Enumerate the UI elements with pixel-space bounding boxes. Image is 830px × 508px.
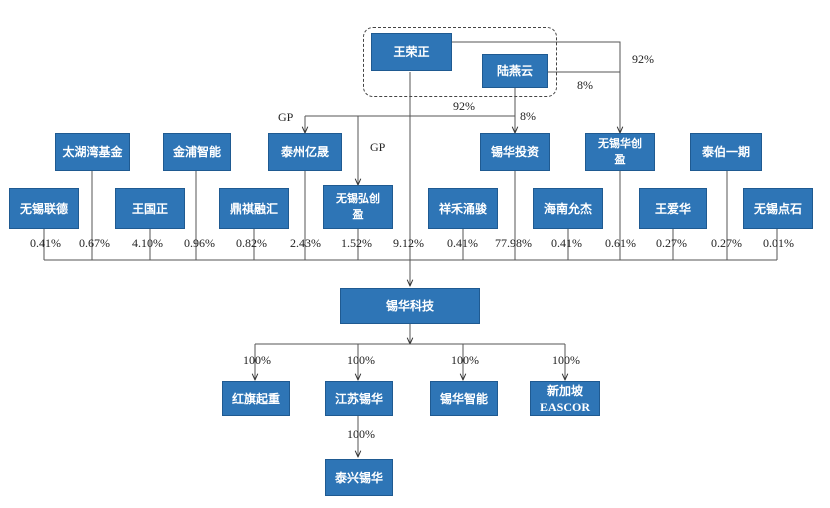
pct-wang-guozheng: 4.10% — [132, 236, 163, 250]
pct-jiangsu: 100% — [347, 353, 375, 367]
company-xihua-tech: 锡华科技 — [340, 288, 480, 324]
pct-dingqi: 0.82% — [236, 236, 267, 250]
pct-lu-to-xihua-investment: 8% — [520, 109, 536, 123]
subsidiary-hongqi-crane: 红旗起重 — [222, 381, 290, 416]
controlling-persons-frame — [363, 27, 557, 97]
line-wang-to-chuangying — [452, 41, 620, 133]
pct-taihuwan: 0.67% — [79, 236, 110, 250]
subsidiary-singapore-eascor: 新加坡 EASCOR — [530, 381, 600, 416]
subsidiary-jiangsu-xihua: 江苏锡华 — [325, 381, 393, 416]
shareholder-wang-aihua: 王爱华 — [639, 188, 707, 229]
pct-wang-rongzheng: 9.12% — [393, 236, 424, 250]
subsidiary-taixing-xihua: 泰兴锡华 — [325, 459, 393, 496]
pct-xihua-smart: 100% — [451, 353, 479, 367]
shareholder-jinpu-smart: 金浦智能 — [163, 133, 231, 171]
shareholder-taizhou-yicheng: 泰州亿晟 — [268, 133, 342, 171]
pct-hainan: 0.41% — [551, 236, 582, 250]
shareholder-xianghe: 祥禾涌骏 — [428, 188, 498, 229]
shareholder-hainan-yunjie: 海南允杰 — [533, 188, 603, 229]
shareholder-wuxi-liande: 无锡联德 — [9, 188, 79, 229]
pct-lu-to-chuangying: 8% — [577, 78, 593, 92]
pct-singapore: 100% — [552, 353, 580, 367]
shareholder-taibo-phase1: 泰伯一期 — [690, 133, 762, 171]
shareholder-wang-guozheng: 王国正 — [115, 188, 185, 229]
shareholder-taihuwan-fund: 太湖湾基金 — [55, 133, 130, 171]
subsidiary-xihua-smart: 锡华智能 — [430, 381, 498, 416]
holder-wang-rongzheng: 王荣正 — [371, 33, 452, 71]
pct-xianghe: 0.41% — [447, 236, 478, 250]
shareholder-xihua-investment: 锡华投资 — [480, 133, 550, 171]
shareholder-wuxi-chuangying: 无锡华创盈 — [585, 133, 655, 171]
pct-taixing: 100% — [347, 427, 375, 441]
gp-label-yicheng: GP — [278, 110, 294, 124]
pct-wuxi-dianshi: 0.01% — [763, 236, 794, 250]
gp-label-hongchuang: GP — [370, 140, 386, 154]
shareholder-wuxi-hongchuang: 无锡弘创盈 — [323, 185, 393, 229]
pct-xihua-investment: 77.98% — [495, 236, 532, 250]
pct-wang-aihua: 0.27% — [656, 236, 687, 250]
pct-wang-to-chuangying: 92% — [632, 52, 654, 66]
pct-jinpu: 0.96% — [184, 236, 215, 250]
holder-lu-yanyun: 陆燕云 — [482, 54, 548, 88]
shareholder-dingqi: 鼎祺融汇 — [219, 188, 289, 229]
shareholder-wuxi-dianshi: 无锡点石 — [743, 188, 813, 229]
pct-taizhou-yicheng: 2.43% — [290, 236, 321, 250]
pct-wuxi-liande: 0.41% — [30, 236, 61, 250]
pct-hongqi: 100% — [243, 353, 271, 367]
pct-wuxi-hongchuang: 1.52% — [341, 236, 372, 250]
pct-wang-to-gp: 92% — [453, 99, 475, 113]
pct-taibo: 0.27% — [711, 236, 742, 250]
pct-wuxi-chuangying: 0.61% — [605, 236, 636, 250]
